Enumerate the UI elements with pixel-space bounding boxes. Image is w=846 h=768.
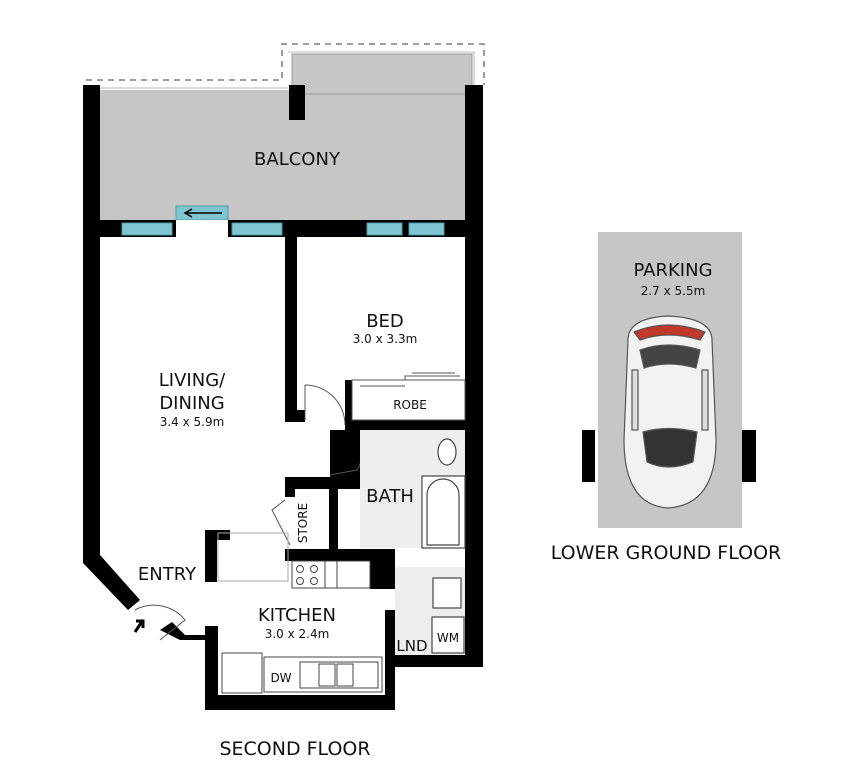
laundry-label: LND bbox=[396, 637, 427, 655]
second-floor-title: SECOND FLOOR bbox=[219, 738, 370, 760]
kitchen-label: KITCHEN bbox=[258, 605, 336, 626]
kitchen-fixtures bbox=[217, 532, 383, 694]
entry-arrow-icon bbox=[133, 619, 145, 633]
parking-label: PARKING bbox=[633, 260, 712, 281]
robe-doors bbox=[351, 372, 466, 421]
bed-size: 3.0 x 3.3m bbox=[353, 332, 418, 346]
dishwasher-label: DW bbox=[270, 671, 291, 685]
bath-label: BATH bbox=[366, 486, 414, 507]
kitchen-size: 3.0 x 2.4m bbox=[265, 627, 330, 641]
balcony-label: BALCONY bbox=[254, 149, 341, 170]
store-label: STORE bbox=[296, 503, 310, 543]
car-icon bbox=[623, 315, 717, 509]
washing-machine-label: WM bbox=[437, 631, 459, 645]
balcony-area bbox=[86, 43, 485, 220]
bath-fixtures bbox=[421, 438, 466, 654]
bed-label: BED bbox=[366, 311, 404, 332]
walls bbox=[83, 85, 483, 710]
robe-label: ROBE bbox=[393, 398, 427, 412]
sliding-door-opening bbox=[176, 220, 228, 237]
living-size: 3.4 x 5.9m bbox=[160, 415, 225, 429]
living-label-line2: DINING bbox=[159, 393, 224, 414]
parking-size: 2.7 x 5.5m bbox=[641, 284, 706, 298]
living-label-line1: LIVING/ bbox=[159, 370, 226, 391]
entry-label: ENTRY bbox=[138, 564, 197, 585]
sliding-door-arrow-icon bbox=[183, 208, 222, 218]
lower-ground-floor-title: LOWER GROUND FLOOR bbox=[551, 542, 782, 564]
